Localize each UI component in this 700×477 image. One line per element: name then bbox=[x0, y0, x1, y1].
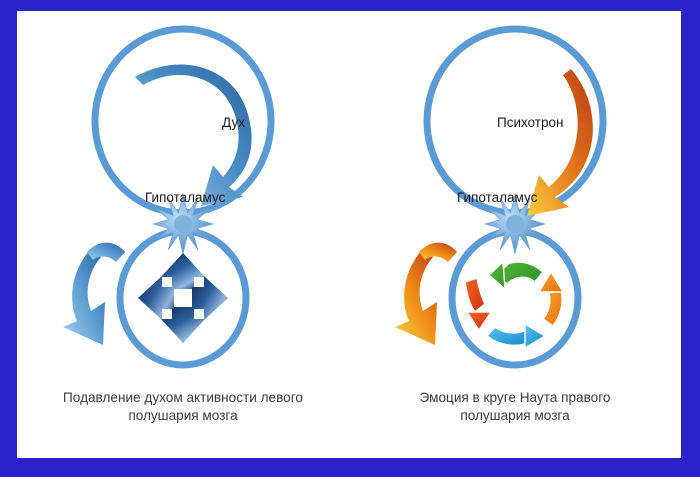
slide-canvas: Дух Гипоталамус Подавление духом активно… bbox=[17, 11, 681, 458]
left-hemisphere-panel: Дух Гипоталамус Подавление духом активно… bbox=[17, 11, 349, 458]
nauta-emotion-cycle-right bbox=[464, 255, 565, 350]
left-hypothalamus-label: Гипоталамус bbox=[145, 190, 226, 205]
right-diagram-graphic bbox=[349, 11, 681, 371]
right-caption: Эмоция в круге Наута правого полушария м… bbox=[349, 389, 681, 425]
spirit-suppression-arrow-left bbox=[135, 64, 252, 207]
cycle-arrow-green-icon bbox=[487, 255, 545, 291]
cycle-arrow-amber-icon bbox=[537, 270, 565, 328]
left-top-circle-label: Дух bbox=[222, 115, 245, 130]
psychotron-arrow-right bbox=[527, 69, 593, 216]
right-caption-line-1: Эмоция в круге Наута правого bbox=[419, 390, 611, 405]
outer-left-curved-arrow-right bbox=[395, 242, 457, 345]
cycle-arrow-red-icon bbox=[464, 276, 493, 332]
arrow-down-icon bbox=[161, 307, 205, 343]
arrow-up-icon bbox=[161, 253, 205, 289]
right-caption-line-2: полушария мозга bbox=[460, 407, 570, 423]
outer-left-curved-arrow-left bbox=[63, 242, 125, 345]
left-diagram-graphic bbox=[17, 11, 349, 371]
four-way-move-arrows-left bbox=[138, 253, 228, 343]
right-top-circle-label: Психотрон bbox=[497, 115, 564, 130]
arrow-right-icon bbox=[192, 276, 228, 320]
right-hemisphere-panel: Психотрон Гипоталамус Эмоция в круге Нау… bbox=[349, 11, 681, 458]
cycle-arrow-cyan-icon bbox=[485, 322, 547, 350]
arrow-left-icon bbox=[138, 276, 174, 320]
left-caption-line-2: полушария мозга bbox=[128, 407, 238, 423]
right-hypothalamus-label: Гипоталамус bbox=[457, 190, 538, 205]
left-caption-line-1: Подавление духом активности левого bbox=[63, 390, 303, 405]
left-caption: Подавление духом активности левого полуш… bbox=[17, 389, 349, 425]
